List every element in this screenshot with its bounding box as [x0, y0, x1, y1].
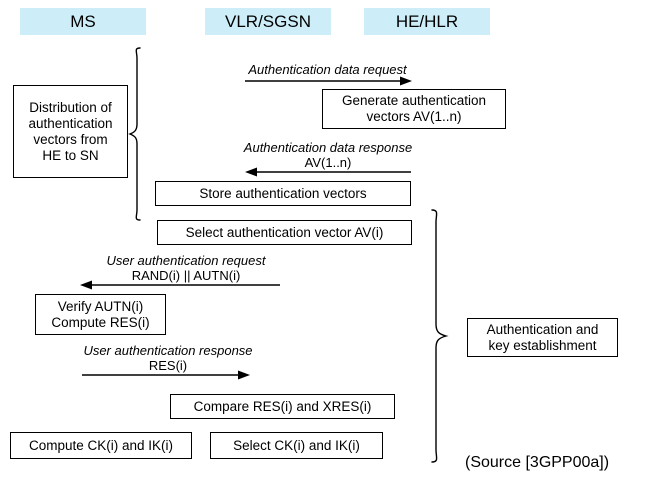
- user-authentication-response-sublabel: RES(i): [78, 358, 258, 373]
- column-header-ms-label: MS: [70, 12, 96, 31]
- authentication-data-request-arrow: [245, 76, 412, 86]
- box-line: HE to SN: [42, 147, 99, 163]
- box-line: Distribution of: [29, 99, 112, 115]
- box-line: vectors AV(1..n): [366, 109, 462, 124]
- column-header-he-hlr: HE/HLR: [364, 8, 490, 35]
- distribution-of-av-box: Distribution of authentication vectors f…: [13, 85, 128, 178]
- message-sublabel-text: RES(i): [148, 358, 188, 373]
- user-authentication-request-sublabel: RAND(i) || AUTN(i): [96, 268, 276, 283]
- user-authentication-response-label: User authentication response: [78, 343, 258, 358]
- compare-res-xres-box: Compare RES(i) and XRES(i): [170, 394, 395, 419]
- authentication-data-request-label: Authentication data request: [245, 62, 410, 77]
- box-line: authentication: [28, 115, 113, 131]
- box-line: Verify AUTN(i): [57, 298, 144, 314]
- message-label-text: User authentication response: [83, 343, 253, 358]
- select-av-box: Select authentication vector AV(i): [157, 220, 412, 245]
- column-header-vlr-sgsn: VLR/SGSN: [205, 8, 331, 35]
- authentication-key-establishment-box: Authentication and key establishment: [467, 318, 618, 357]
- column-header-vlr-sgsn-label: VLR/SGSN: [225, 12, 311, 31]
- authentication-brace: [431, 209, 449, 463]
- select-ck-ik-box: Select CK(i) and IK(i): [210, 432, 383, 459]
- box-line: Authentication and: [486, 321, 599, 337]
- message-label-text: Authentication data response: [243, 140, 413, 155]
- box-line: vectors from: [33, 131, 108, 147]
- distribution-brace: [128, 47, 141, 221]
- box-line: Select CK(i) and IK(i): [233, 437, 360, 453]
- message-sublabel-text: AV(1..n): [304, 155, 352, 170]
- box-line: Generate authentication: [341, 93, 487, 108]
- store-av-box: Store authentication vectors: [155, 181, 411, 206]
- message-label-text: User authentication request: [106, 253, 266, 268]
- source-note: (Source [3GPP00a]): [465, 454, 610, 471]
- box-line: Select authentication vector AV(i): [185, 224, 384, 240]
- compute-ck-ik-box: Compute CK(i) and IK(i): [10, 432, 192, 459]
- user-authentication-response-arrow: [82, 370, 250, 380]
- user-authentication-request-arrow: [80, 280, 280, 290]
- box-line: Compare RES(i) and XRES(i): [193, 398, 372, 414]
- box-line: Compute RES(i): [51, 314, 150, 330]
- message-sublabel-text: RAND(i) || AUTN(i): [131, 268, 241, 283]
- authentication-data-response-arrow: [245, 167, 411, 177]
- message-label-text: Authentication data request: [248, 62, 407, 77]
- box-line: key establishment: [488, 337, 597, 353]
- authentication-data-response-label: Authentication data response: [238, 140, 418, 155]
- user-authentication-request-label: User authentication request: [96, 253, 276, 268]
- box-line: Store authentication vectors: [199, 185, 367, 201]
- generate-av-box: Generate authentication vectors AV(1..n): [322, 89, 506, 129]
- column-header-he-hlr-label: HE/HLR: [395, 12, 459, 31]
- column-header-ms: MS: [20, 8, 146, 35]
- box-line: Compute CK(i) and IK(i): [28, 437, 174, 453]
- authentication-data-response-sublabel: AV(1..n): [238, 155, 418, 170]
- verify-autn-box: Verify AUTN(i) Compute RES(i): [35, 294, 166, 335]
